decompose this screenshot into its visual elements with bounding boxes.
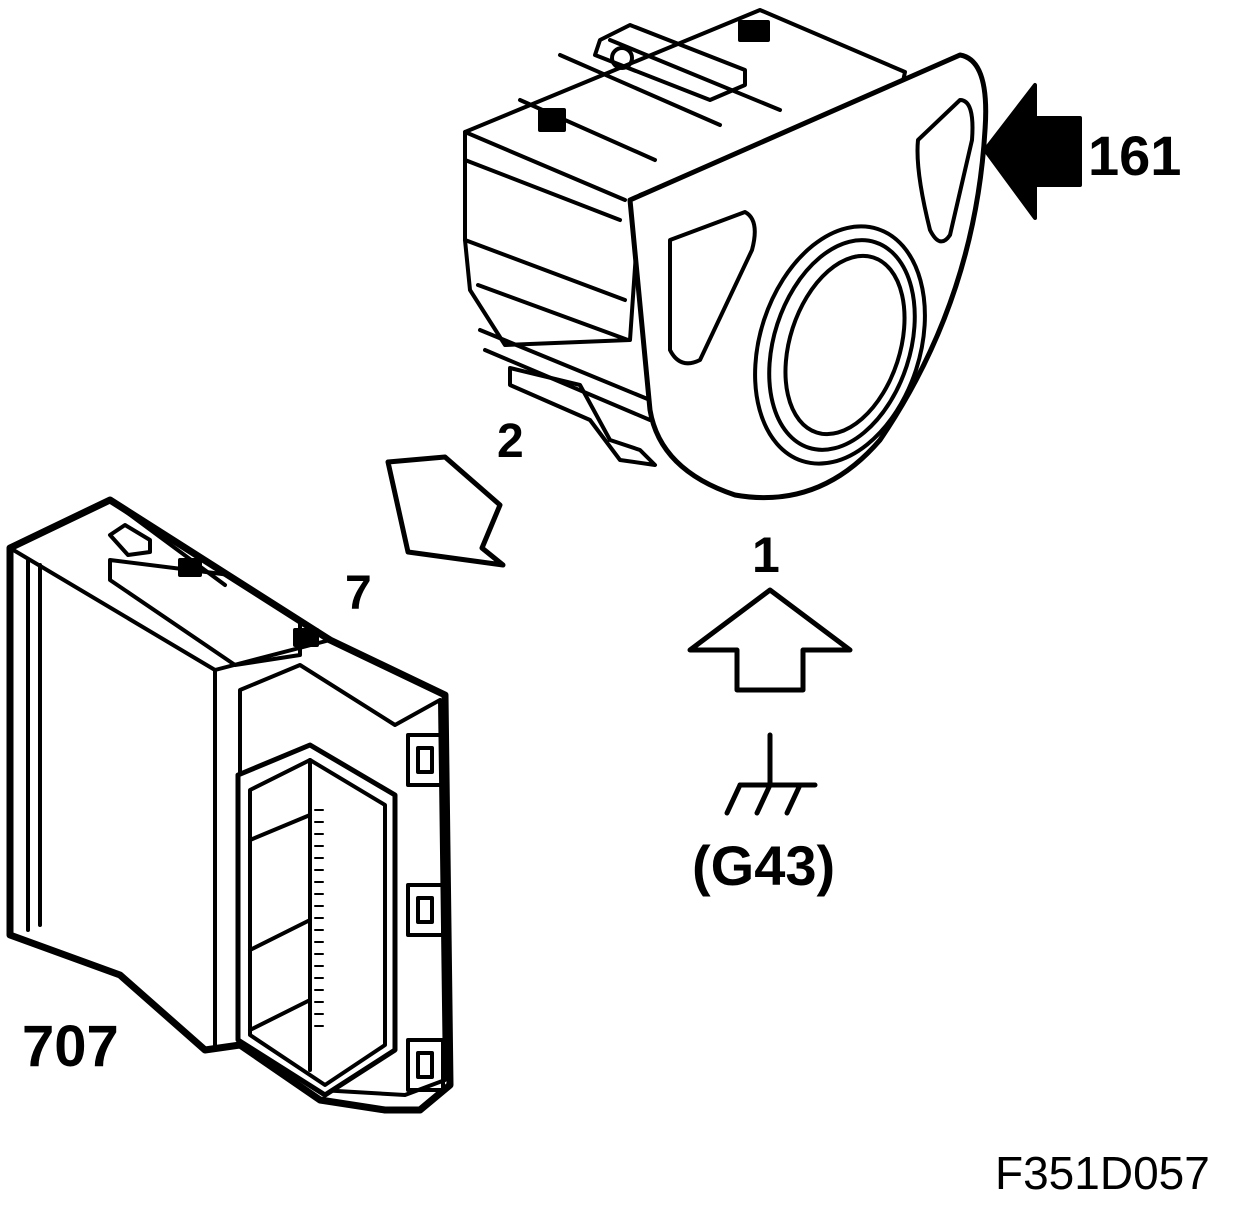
switch-bezel-slot-left — [668, 210, 757, 366]
module-clip-3-slot — [416, 1051, 434, 1079]
label-1: 1 — [752, 527, 780, 583]
control-module — [6, 496, 454, 1114]
label-2: 2 — [497, 415, 524, 468]
switch-unit — [463, 8, 989, 501]
module-top-latch-1 — [178, 558, 202, 577]
module-clip-2 — [406, 883, 445, 937]
switch-top-tab — [738, 20, 770, 42]
module-clip-3 — [406, 1038, 445, 1092]
label-707: 707 — [22, 1014, 119, 1079]
switch-knob-inner — [783, 253, 907, 437]
solid-arrow-left-icon — [983, 83, 1082, 220]
module-connector-pins — [314, 809, 324, 1027]
module-top-latch-2 — [293, 628, 319, 647]
label-ground-g43: (G43) — [692, 834, 836, 897]
switch-top-face — [463, 38, 782, 202]
module-connector-partitions — [248, 758, 312, 1072]
switch-bezel-slot-right — [915, 98, 975, 244]
switch-side-face — [463, 158, 630, 342]
hollow-arrow-down-left-icon — [385, 454, 506, 568]
module-top-block — [108, 558, 302, 667]
switch-bezel — [627, 52, 989, 501]
module-clip-1-slot — [416, 746, 434, 774]
label-161: 161 — [1088, 124, 1182, 187]
figure-reference: F351D057 — [995, 1147, 1210, 1199]
switch-top-clip — [593, 23, 747, 102]
module-clip-2-slot — [416, 896, 434, 924]
switch-bottom-rail — [478, 328, 652, 422]
hollow-arrow-up-icon — [687, 587, 853, 693]
module-top-tab — [108, 523, 152, 557]
ground-symbol-icon — [724, 732, 818, 816]
switch-knob-outer — [753, 224, 927, 466]
switch-bottom-latch — [508, 366, 657, 467]
label-7: 7 — [345, 567, 372, 620]
switch-top-hole — [610, 46, 634, 70]
switch-side-tab — [538, 108, 566, 132]
module-top-face — [8, 498, 332, 1047]
module-clip-1 — [406, 733, 445, 787]
switch-knob-middle — [767, 238, 917, 452]
module-connector — [235, 742, 398, 1098]
